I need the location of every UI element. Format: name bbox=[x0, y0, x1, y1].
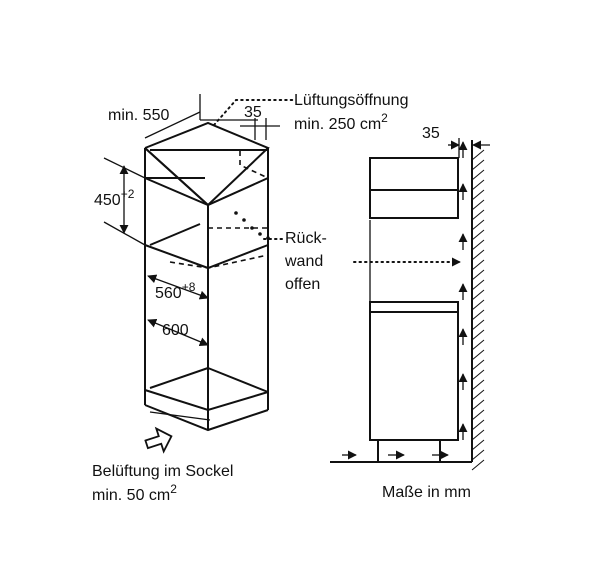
hatch-stroke bbox=[471, 309, 485, 321]
hatch-stroke bbox=[471, 159, 485, 171]
sockel-line2: min. 50 cm bbox=[92, 487, 170, 504]
hatch-stroke bbox=[471, 359, 485, 371]
hatch-stroke bbox=[471, 229, 485, 241]
dimension-depth: min. 550 bbox=[108, 94, 258, 139]
vent-opening-callout: Lüftungsöffnung min. 250 cm2 bbox=[213, 92, 408, 133]
top-gap-label: 35 bbox=[244, 104, 262, 121]
hatch-stroke bbox=[471, 409, 485, 421]
units-label: Maße in mm bbox=[382, 484, 471, 501]
vent-line2: min. 250 cm bbox=[294, 116, 381, 133]
hatch-stroke bbox=[471, 399, 485, 411]
hatch-stroke bbox=[471, 429, 485, 441]
dimension-width: 560+8 bbox=[147, 274, 209, 302]
height-label: 450 bbox=[94, 192, 121, 209]
width-label: 560 bbox=[155, 285, 182, 302]
svg-text:min. 250 cm2: min. 250 cm2 bbox=[294, 111, 388, 133]
vent-line1: Lüftungsöffnung bbox=[294, 92, 408, 109]
svg-text:450+2: 450+2 bbox=[94, 187, 135, 209]
back-line1: Rück- bbox=[285, 230, 327, 247]
hatch-stroke bbox=[471, 269, 485, 281]
sockel-line1: Belüftung im Sockel bbox=[92, 463, 233, 480]
hatch-stroke bbox=[471, 169, 485, 181]
hatch-stroke bbox=[471, 379, 485, 391]
hatch-stroke bbox=[471, 279, 485, 291]
side-gap-label: 35 bbox=[422, 125, 440, 142]
hatch-stroke bbox=[471, 179, 485, 191]
hatch-stroke bbox=[471, 289, 485, 301]
hatch-stroke bbox=[471, 419, 485, 431]
hatch-stroke bbox=[471, 209, 485, 221]
back-line3: offen bbox=[285, 276, 320, 293]
hatch-stroke bbox=[471, 319, 485, 331]
hatch-stroke bbox=[471, 369, 485, 381]
dimension-top-gap: 35 bbox=[240, 104, 280, 140]
hatch-stroke bbox=[471, 349, 485, 361]
hatch-stroke bbox=[471, 239, 485, 251]
hatch-stroke bbox=[471, 329, 485, 341]
hatch-stroke bbox=[471, 299, 485, 311]
hatch-stroke bbox=[471, 189, 485, 201]
hatch-stroke bbox=[471, 219, 485, 231]
back-line2: wand bbox=[284, 253, 323, 270]
hatch-stroke bbox=[471, 449, 485, 461]
hatch-stroke bbox=[471, 259, 485, 271]
svg-text:560+8: 560+8 bbox=[155, 280, 196, 302]
hatch-stroke bbox=[471, 459, 485, 471]
width-sup: +8 bbox=[182, 280, 196, 294]
hatch-stroke bbox=[471, 249, 485, 261]
inner-width-label: 600 bbox=[162, 322, 189, 339]
airflow-arrow-icon bbox=[144, 426, 173, 454]
dimension-inner: 600 bbox=[147, 318, 209, 347]
back-wall-callout: Rück- wand offen bbox=[263, 230, 327, 293]
hatch-stroke bbox=[471, 339, 485, 351]
hatch-stroke bbox=[471, 389, 485, 401]
wall-hatch bbox=[330, 140, 485, 471]
sockel-sup: 2 bbox=[170, 482, 177, 496]
hatch-stroke bbox=[471, 439, 485, 451]
hatch-stroke bbox=[471, 149, 485, 161]
depth-label: min. 550 bbox=[108, 107, 169, 124]
height-sup: +2 bbox=[121, 187, 135, 201]
cabinet-perspective bbox=[144, 121, 270, 432]
vent-sup: 2 bbox=[381, 111, 388, 125]
hatch-stroke bbox=[471, 199, 485, 211]
cabinet-section bbox=[369, 157, 459, 462]
svg-text:min. 50 cm2: min. 50 cm2 bbox=[92, 482, 177, 504]
dimension-height: 450+2 bbox=[94, 157, 146, 246]
